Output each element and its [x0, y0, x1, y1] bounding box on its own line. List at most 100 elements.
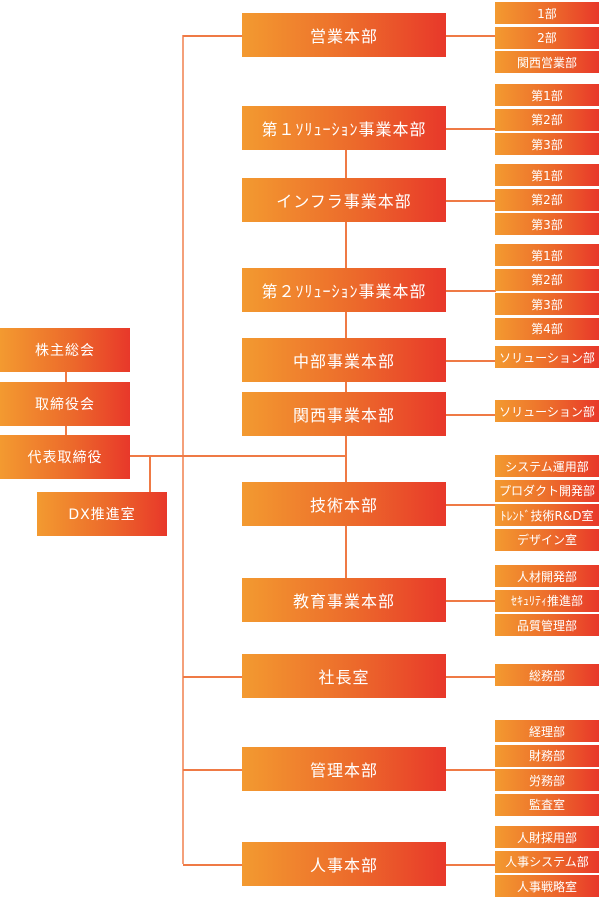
sub-department-box: 1部	[495, 2, 599, 24]
sub-department-label: 第1部	[531, 248, 563, 263]
sub-department-box: 人材開発部	[495, 565, 599, 587]
sub-department-label: 品質管理部	[516, 618, 577, 633]
sub-department-box: 第4部	[495, 317, 599, 340]
sub-department-box: 第3部	[495, 133, 599, 155]
division-connector	[183, 676, 243, 678]
sub-department-label: プロダクト開発部	[498, 484, 595, 498]
ceo-label: 代表取締役	[27, 450, 103, 466]
sub-department-label: 財務部	[528, 749, 565, 763]
spine-center-d	[345, 436, 347, 482]
sub-department-box: 第1部	[495, 84, 599, 106]
division-label: 社長室	[318, 668, 370, 687]
spine-center-a	[345, 222, 347, 268]
sub-department-box: 監査室	[495, 793, 599, 816]
shareholders-meeting-label: 株主総会	[35, 343, 95, 359]
sub-department-label: ﾄﾚﾝﾄﾞ技術R&D室	[500, 508, 594, 523]
spine-center-b	[345, 312, 347, 338]
spine-center-e	[345, 526, 347, 578]
sub-connector	[446, 128, 496, 130]
sub-connector	[446, 769, 496, 771]
sub-connector	[446, 290, 496, 292]
division-label: 教育事業本部	[292, 592, 395, 611]
sub-connector	[446, 200, 496, 202]
shareholders-meeting-box: 株主総会	[0, 328, 130, 372]
sub-department-box: 総務部	[495, 664, 599, 686]
sub-department-box: ﾄﾚﾝﾄﾞ技術R&D室	[495, 504, 599, 526]
sub-department-box: 第2部	[495, 108, 599, 131]
sub-department-label: 1部	[537, 6, 557, 21]
sub-department-label: 総務部	[528, 668, 565, 683]
sub-department-label: 労務部	[528, 773, 565, 788]
sub-department-label: 人事システム部	[505, 855, 589, 869]
sub-connector	[446, 35, 496, 37]
ceo-box: 代表取締役	[0, 435, 130, 479]
sub-department-box: ｾｷｭﾘﾃｨ推進部	[495, 589, 599, 612]
left-vertical-1	[65, 372, 67, 382]
division-label: 技術本部	[309, 496, 378, 515]
sub-department-label: 第1部	[531, 168, 563, 183]
division-box: 管理本部	[242, 747, 446, 791]
sub-department-label: 人材開発部	[516, 569, 577, 584]
division-box: 中部事業本部	[242, 338, 446, 382]
sub-department-box: 2部	[495, 26, 599, 49]
division-box: 関西事業本部	[242, 392, 446, 436]
sub-connector	[446, 504, 496, 506]
sub-department-label: 第4部	[531, 322, 563, 336]
sub-department-label: 第3部	[531, 297, 563, 312]
sub-department-box: 労務部	[495, 769, 599, 791]
sub-department-box: 第2部	[495, 188, 599, 211]
sub-department-label: ソリューション部	[499, 350, 595, 365]
sub-department-label: 人事戦略室	[516, 879, 577, 894]
sub-department-label: ソリューション部	[499, 404, 595, 419]
sub-department-label: 第1部	[531, 88, 563, 103]
board-box: 取締役会	[0, 382, 130, 426]
sub-department-label: 関西営業部	[516, 55, 577, 70]
sub-connector	[446, 676, 496, 678]
sub-department-box: 第1部	[495, 244, 599, 266]
division-label: 管理本部	[309, 761, 378, 780]
spine-center-upper	[345, 150, 347, 180]
division-box: 教育事業本部	[242, 578, 446, 622]
sub-department-label: 監査室	[528, 798, 565, 812]
sub-department-label: 2部	[537, 31, 557, 45]
sub-department-box: 品質管理部	[495, 614, 599, 636]
division-label: 営業本部	[309, 27, 378, 46]
sub-department-box: システム運用部	[495, 455, 599, 477]
division-box: 第２ｿﾘｭｰｼｮﾝ事業本部	[242, 268, 446, 312]
sub-department-box: 第3部	[495, 213, 599, 235]
division-box: 第１ｿﾘｭｰｼｮﾝ事業本部	[242, 106, 446, 150]
division-label: 中部事業本部	[292, 352, 395, 371]
board-label: 取締役会	[35, 397, 95, 413]
sub-department-label: 第3部	[531, 137, 563, 152]
division-label: インフラ事業本部	[276, 192, 412, 211]
sub-department-box: 財務部	[495, 744, 599, 767]
sub-department-box: 第1部	[495, 164, 599, 186]
left-vertical-2	[65, 426, 67, 436]
dx-office-box: DX推進室	[37, 492, 167, 536]
dx-connector	[149, 455, 151, 493]
spine-center-c	[345, 380, 347, 392]
sub-department-label: 経理部	[528, 724, 565, 739]
division-box: 技術本部	[242, 482, 446, 526]
sub-department-box: 人事システム部	[495, 850, 599, 873]
sub-department-label: 第3部	[531, 217, 563, 232]
division-label: 第１ｿﾘｭｰｼｮﾝ事業本部	[261, 120, 427, 139]
division-label: 関西事業本部	[292, 406, 395, 425]
spine-left	[182, 35, 184, 864]
sub-department-box: 人財採用部	[495, 826, 599, 848]
dx-office-label: DX推進室	[68, 507, 136, 523]
division-label: 第２ｿﾘｭｰｼｮﾝ事業本部	[261, 282, 427, 301]
sub-department-box: 経理部	[495, 720, 599, 742]
sub-department-box: 第2部	[495, 268, 599, 291]
sub-department-label: 人財採用部	[516, 830, 577, 845]
ceo-horizontal-line	[130, 455, 347, 457]
division-box: 社長室	[242, 654, 446, 698]
division-box: インフラ事業本部	[242, 178, 446, 222]
sub-connector	[446, 864, 496, 866]
division-label: 人事本部	[309, 856, 378, 875]
sub-connector	[446, 360, 496, 362]
division-box: 人事本部	[242, 842, 446, 886]
sub-department-box: 第3部	[495, 293, 599, 315]
division-box: 営業本部	[242, 13, 446, 57]
sub-department-box: プロダクト開発部	[495, 479, 599, 502]
